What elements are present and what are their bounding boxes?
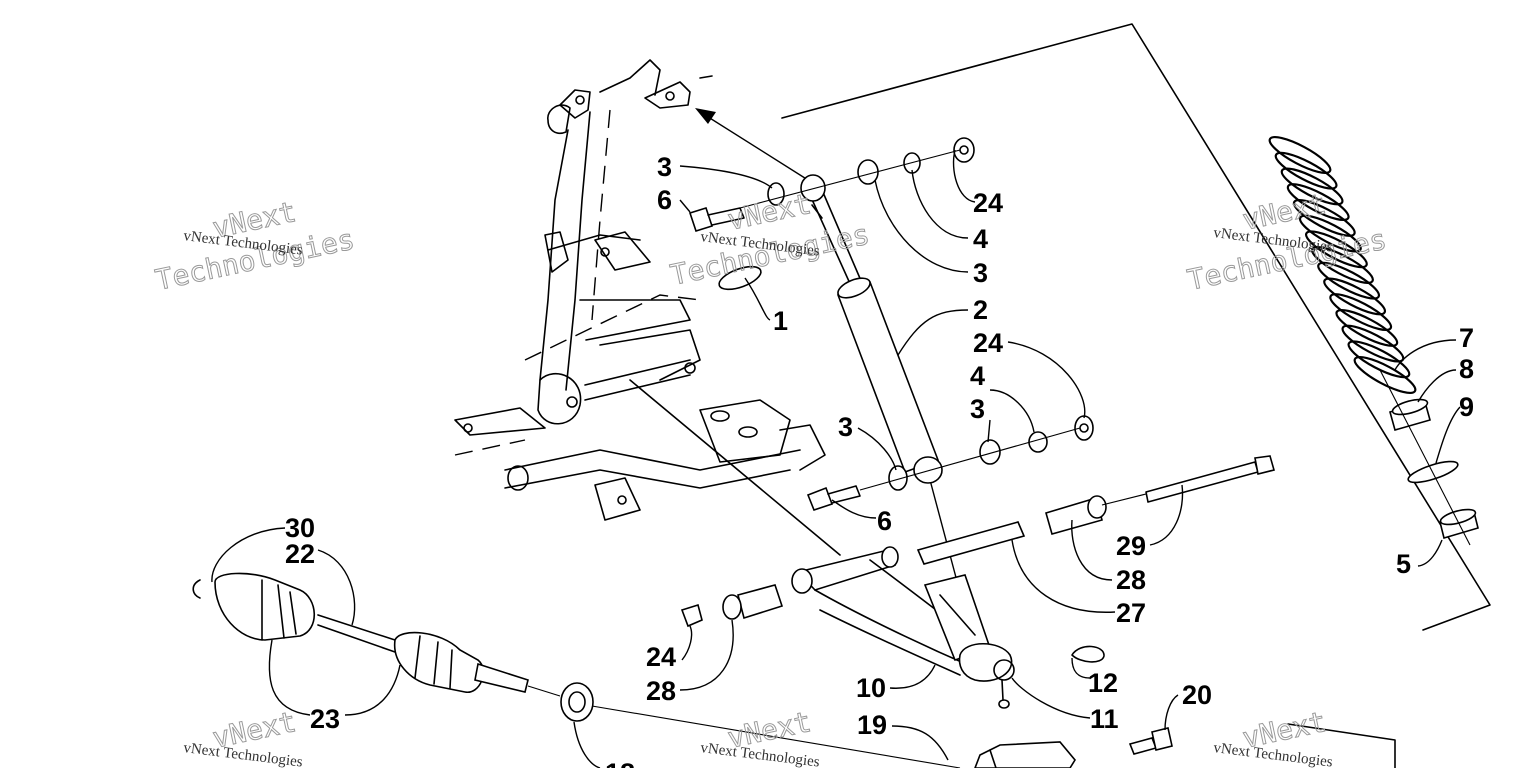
label-3-upper-left: 3 (657, 152, 672, 182)
watermark-outline-top: vNext (725, 187, 814, 237)
label-8: 8 (1459, 354, 1474, 384)
label-24-upper: 24 (973, 188, 1003, 218)
lower-shock-hardware (806, 415, 1094, 511)
label-28-left: 28 (646, 676, 676, 706)
watermark-5: vNext vNext Technologies (700, 705, 821, 768)
label-4-middle: 4 (970, 361, 985, 391)
label-20: 20 (1182, 680, 1212, 710)
label-10: 10 (856, 673, 886, 703)
spring-coil (1311, 246, 1374, 284)
spring-coil (1286, 183, 1350, 222)
label-28-right: 28 (1116, 565, 1146, 595)
shock-absorber (800, 174, 943, 484)
spring-coil (1304, 230, 1368, 269)
cv-axle (192, 572, 961, 768)
label-3-middle: 3 (970, 394, 985, 424)
label-12: 12 (1088, 668, 1118, 698)
label-19: 19 (857, 710, 887, 740)
label-2: 2 (973, 295, 988, 325)
part-labels: 3 6 1 24 4 3 2 24 4 3 3 6 7 8 9 5 29 28 … (285, 152, 1474, 768)
label-24-middle: 24 (973, 328, 1003, 358)
watermark-4: vNext vNext Technologies (183, 705, 304, 768)
label-29: 29 (1116, 531, 1146, 561)
spring-coil (1298, 214, 1362, 253)
spring-coil (1274, 151, 1338, 190)
spindle-hub (974, 723, 1396, 768)
label-7: 7 (1459, 323, 1474, 353)
spring-retainers (1379, 369, 1479, 546)
label-6-lower: 6 (877, 506, 892, 536)
spring-coil (1347, 340, 1411, 379)
label-4-upper: 4 (973, 224, 988, 254)
leader-lines (211, 149, 1461, 768)
spring-coil (1292, 198, 1356, 237)
label-9: 9 (1459, 392, 1474, 422)
label-24-lower: 24 (646, 642, 676, 672)
watermark-2: vNext Technologies vNext Technologies (667, 187, 873, 293)
label-3-lower-left: 3 (838, 412, 853, 442)
label-27: 27 (1116, 598, 1146, 628)
frame-assembly (454, 59, 841, 556)
spring-coil (1317, 261, 1381, 300)
label-18: 18 (605, 758, 635, 768)
coil-spring (1268, 136, 1417, 394)
upper-shock-hardware (688, 137, 975, 291)
spring-coil (1353, 356, 1417, 394)
spring-coil (1335, 308, 1399, 347)
spring-coil (1280, 167, 1344, 206)
label-23: 23 (310, 704, 340, 734)
watermark-1: vNext Technologies vNext Technologies (152, 195, 358, 298)
label-5: 5 (1396, 549, 1411, 579)
watermark-6: vNext vNext Technologies (1213, 705, 1334, 768)
label-11: 11 (1090, 704, 1119, 734)
label-1: 1 (773, 306, 788, 336)
explode-arrows (695, 108, 965, 596)
spring-coil (1323, 277, 1387, 316)
label-6-upper: 6 (657, 185, 672, 215)
label-22: 22 (285, 539, 315, 569)
detail-panel-border (781, 23, 1491, 631)
label-30: 30 (285, 513, 315, 543)
spring-coil (1268, 136, 1332, 174)
spring-coil (1329, 293, 1393, 332)
a-arm (680, 455, 1275, 709)
label-3-upper-right: 3 (973, 258, 988, 288)
